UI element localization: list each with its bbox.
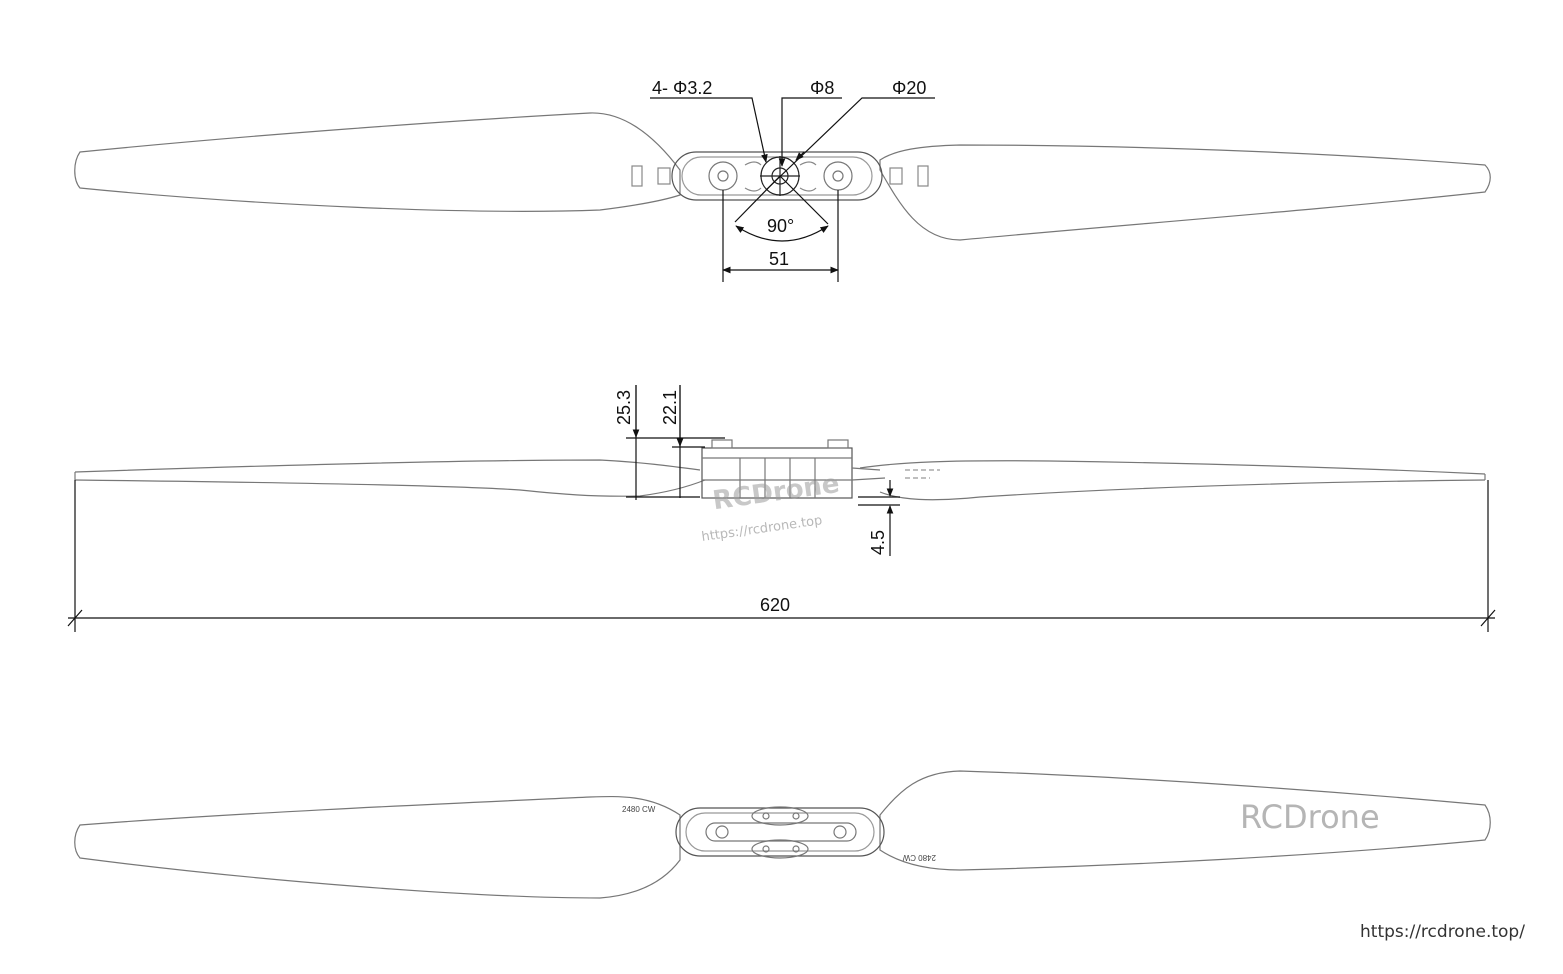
hole-spacing-label: 51 bbox=[769, 249, 789, 269]
bottom-view bbox=[74, 770, 1491, 899]
blade-mark-left: 2480 CW bbox=[622, 805, 656, 814]
thickness-label: 4.5 bbox=[868, 530, 888, 555]
top-bolt-hole-right bbox=[823, 161, 853, 191]
top-view bbox=[74, 112, 1491, 241]
callout-hub-circle: Φ20 bbox=[892, 78, 926, 98]
top-hub bbox=[671, 151, 883, 201]
angle-arc-90 bbox=[735, 225, 829, 242]
side-view-dimensions bbox=[67, 385, 1496, 632]
callout-shaft-hole: Φ8 bbox=[810, 78, 834, 98]
top-bolt-hole-left bbox=[708, 161, 738, 191]
watermark-corner-brand: RCDrone bbox=[1240, 798, 1380, 836]
side-blade-left bbox=[74, 459, 706, 497]
height-total-label: 25.3 bbox=[614, 390, 634, 425]
side-hub bbox=[701, 447, 853, 499]
watermark-center-brand: RCDrone bbox=[711, 469, 841, 516]
watermark-corner-url: https://rcdrone.top/ bbox=[1360, 922, 1525, 942]
bottom-left-blade bbox=[74, 795, 681, 899]
overall-length-label: 620 bbox=[760, 595, 790, 615]
leader-shaft-hole bbox=[778, 97, 842, 167]
callout-bolt-holes: 4- Φ3.2 bbox=[652, 78, 712, 98]
top-view-dimensions bbox=[650, 97, 935, 282]
bottom-right-blade bbox=[879, 770, 1491, 871]
height-hub-label: 22.1 bbox=[660, 390, 680, 425]
top-logo-right bbox=[917, 165, 929, 187]
top-right-blade bbox=[879, 144, 1491, 241]
blade-mark-right: 2480 CW bbox=[902, 853, 936, 862]
top-left-blade bbox=[74, 112, 681, 212]
watermark-center-url: https://rcdrone.top bbox=[701, 513, 824, 545]
side-blade-right bbox=[859, 460, 1486, 501]
angle-label: 90° bbox=[767, 216, 794, 236]
bottom-hub bbox=[675, 807, 885, 857]
top-logo-left bbox=[631, 165, 643, 187]
side-view bbox=[74, 439, 1486, 501]
leader-bolt-holes bbox=[650, 97, 768, 163]
